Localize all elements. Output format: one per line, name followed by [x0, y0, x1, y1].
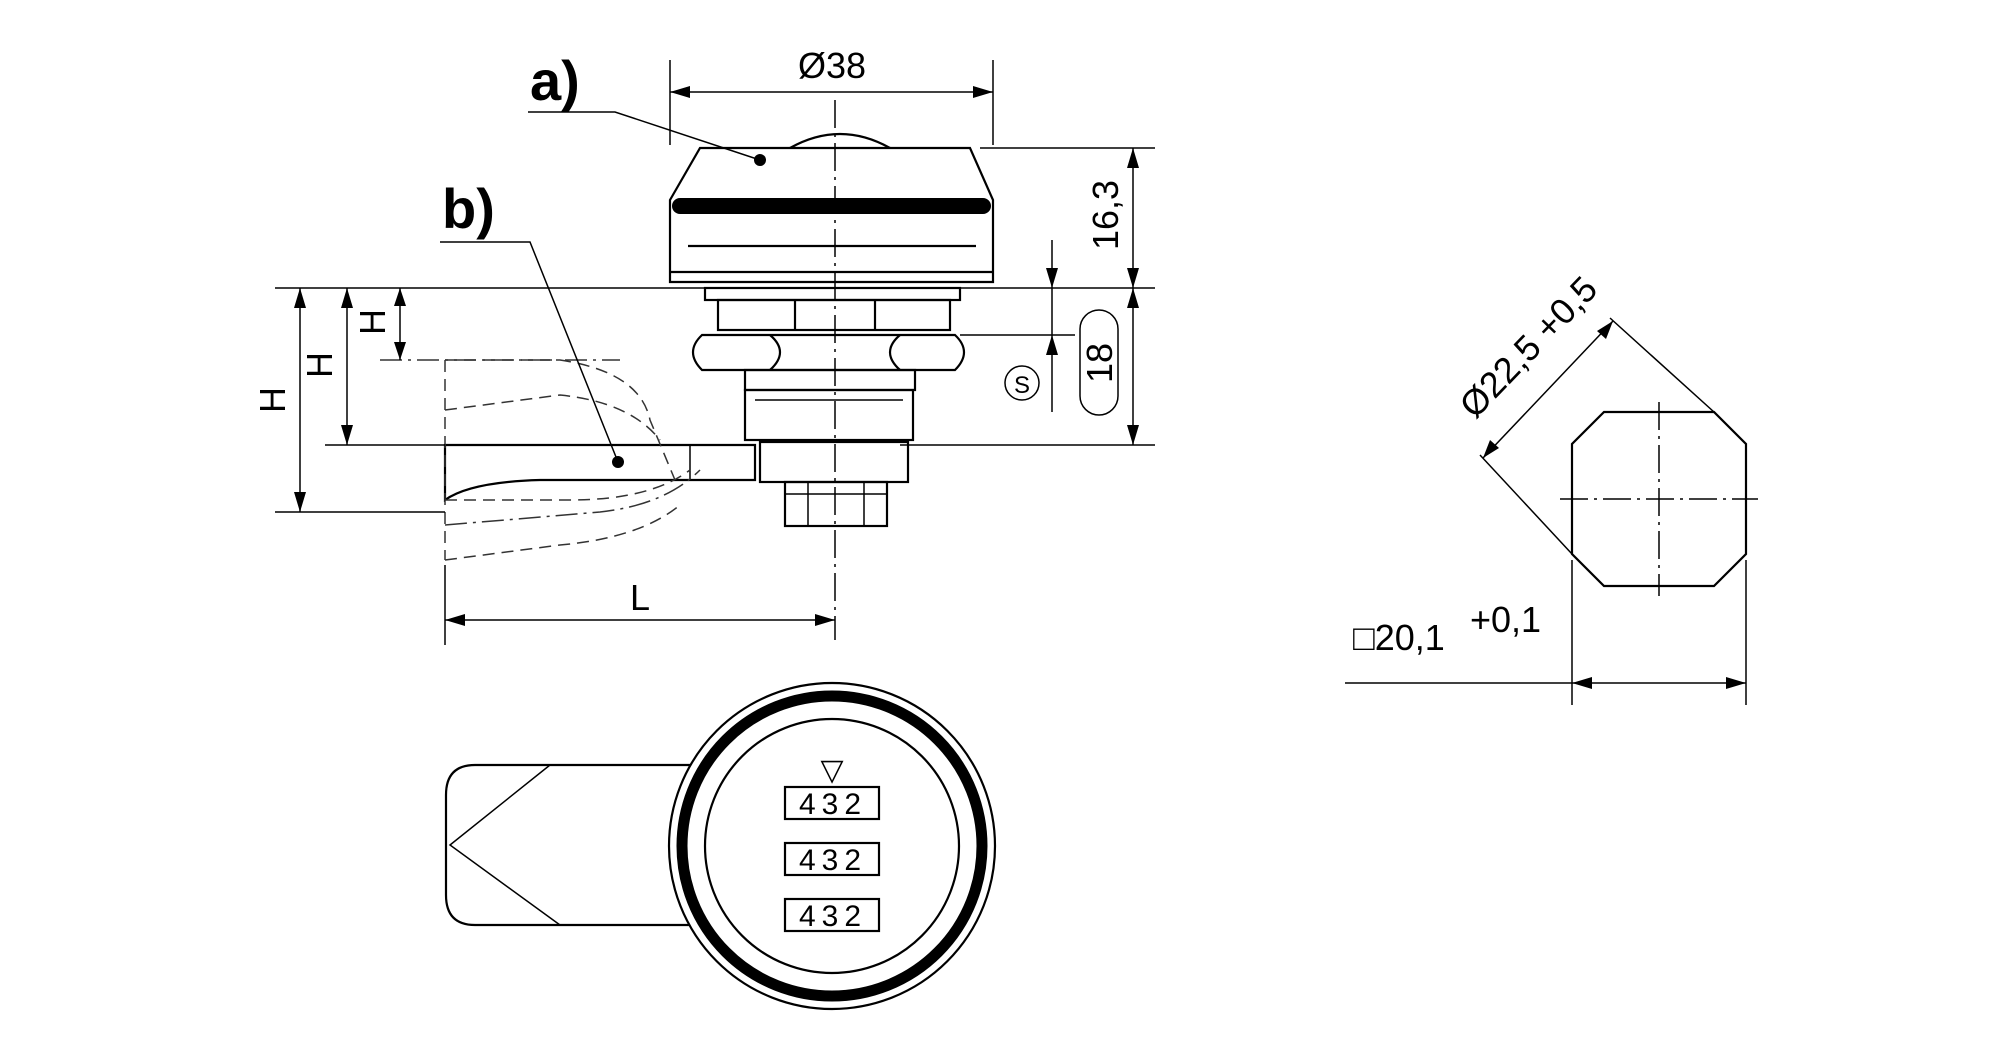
wheel-digits: 432 — [799, 900, 867, 933]
bottom-nut — [783, 480, 889, 528]
dim-cap-height: 16,3 — [1085, 148, 1139, 288]
cutout-square-tolerance: +0,1 — [1470, 599, 1541, 640]
dim-body-height: 18 — [1079, 288, 1139, 445]
nut-symbol-label: S — [1014, 372, 1030, 399]
dim-cutout-square: □20,1 +0,1 — [1345, 560, 1747, 705]
lock-cap — [668, 133, 995, 284]
panel-cutout — [1570, 410, 1748, 588]
combination-wheel[interactable] — [783, 897, 881, 933]
dim-height-cap-label: 16,3 — [1085, 180, 1126, 250]
cutout-diameter-label: Ø22,5 +0,5 — [1451, 268, 1605, 425]
callout-a: a) — [528, 49, 766, 166]
cutout-view: Ø22,5 +0,5 □20,1 +0,1 — [1345, 268, 1758, 705]
wheel-digits: 432 — [799, 788, 867, 821]
dial-seal-ring — [676, 690, 988, 1002]
hex-nut — [691, 333, 966, 372]
o-ring-seal — [672, 198, 991, 214]
dim-body-height-label: 18 — [1079, 343, 1120, 383]
callout-a-label: a) — [530, 49, 580, 112]
height-label-outer: H — [252, 387, 293, 413]
side-view: Ø38 16,3 18 S — [252, 45, 1155, 645]
dim-heights: H H H — [252, 288, 406, 512]
combination-wheel[interactable] — [783, 841, 881, 877]
lever-front — [444, 763, 692, 927]
dial-arrow-icon: ▽ — [820, 754, 843, 787]
front-view: ▽ 432 432 432 — [444, 681, 997, 1011]
lock-body — [691, 286, 966, 528]
dial-outer-ring — [667, 681, 997, 1011]
callout-b: b) — [440, 177, 624, 468]
combination-wheel[interactable] — [783, 785, 881, 821]
dim-nut: S — [1004, 240, 1058, 412]
wheel-digits: 432 — [799, 844, 867, 877]
dim-diameter-cap-label: Ø38 — [798, 45, 866, 86]
dim-lever-length: L — [445, 577, 835, 626]
height-label-inner: H — [352, 309, 393, 335]
lever-cam — [380, 359, 757, 561]
washer — [743, 368, 917, 392]
lever-length-label: L — [630, 577, 650, 618]
dim-cap-diameter: Ø38 — [670, 45, 993, 98]
callout-b-label: b) — [442, 177, 495, 240]
height-label-middle: H — [299, 352, 340, 378]
dial-face — [703, 717, 961, 975]
cutout-square-label: □20,1 — [1353, 617, 1445, 658]
